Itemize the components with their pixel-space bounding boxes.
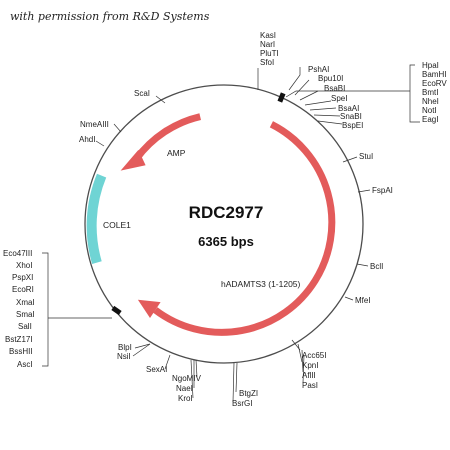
site-label: EagI	[422, 115, 438, 124]
amp-feature-arrow	[133, 113, 202, 162]
site-label: NarI	[260, 40, 275, 49]
site-leader-lines	[42, 64, 420, 403]
site-label: HpaI	[422, 61, 439, 70]
site-label: BsaBI	[324, 84, 345, 93]
site-label: NheI	[422, 97, 439, 106]
site-label: SfoI	[260, 58, 274, 67]
site-label: BsrGI	[232, 399, 252, 408]
site-label: SnaBI	[340, 112, 362, 121]
site-label: BamHI	[422, 70, 446, 79]
cole1-feature	[86, 173, 107, 264]
site-label: BstZ17I	[5, 335, 33, 344]
site-label: KasI	[260, 31, 276, 40]
site-label: StuI	[359, 152, 373, 161]
site-label: AhdI	[79, 135, 95, 144]
plasmid-backbone	[84, 84, 364, 364]
cole1-label: COLE1	[103, 220, 131, 230]
site-label: BmtI	[422, 88, 438, 97]
site-label: BclI	[370, 262, 383, 271]
site-label: SexAI	[146, 365, 167, 374]
site-label: XhoI	[16, 261, 32, 270]
site-label: NmeAIII	[80, 120, 109, 129]
site-label: MfeI	[355, 296, 371, 305]
site-label: XmaI	[16, 298, 35, 307]
site-label: BspEI	[342, 121, 363, 130]
site-label: KpnI	[302, 361, 318, 370]
credit-note: with permission from R&D Systems	[10, 10, 210, 23]
hadamts3-feature-arrow	[153, 121, 336, 336]
site-label: PshAI	[308, 65, 329, 74]
site-label: SalI	[18, 322, 32, 331]
site-label: NsiI	[117, 352, 131, 361]
site-label: NotI	[422, 106, 437, 115]
plasmid-name: RDC2977	[189, 203, 264, 222]
site-label: EcoRI	[12, 285, 34, 294]
site-label: BlpI	[118, 343, 132, 352]
restriction-site-labels: KasI NarI PluTI SfoI PshAI Bpu10I BsaBI …	[3, 31, 447, 408]
site-label: Bpu10I	[318, 74, 343, 83]
hadamts3-label: hADAMTS3 (1-1205)	[221, 279, 301, 289]
site-label: AscI	[17, 360, 33, 369]
site-label: SpeI	[331, 94, 347, 103]
hadamts3-arrowhead	[137, 299, 161, 318]
site-label: NgoMIV	[172, 374, 202, 383]
site-label: EcoRV	[422, 79, 447, 88]
site-label: PasI	[302, 381, 318, 390]
site-label: BssHII	[9, 347, 33, 356]
site-label: BsaAI	[338, 104, 359, 113]
site-label: NaeI	[176, 384, 193, 393]
site-label: SmaI	[16, 310, 35, 319]
site-label: FspAI	[372, 186, 393, 195]
site-label: PluTI	[260, 49, 279, 58]
site-label: Acc65I	[302, 351, 326, 360]
amp-arrowhead	[120, 149, 146, 171]
site-label: BtgZI	[239, 389, 258, 398]
site-label: AflII	[302, 371, 316, 380]
site-label: ScaI	[134, 89, 150, 98]
amp-label: AMP	[167, 148, 186, 158]
site-label: KroI	[178, 394, 193, 403]
mcs-marker-top	[277, 92, 286, 103]
plasmid-size: 6365 bps	[198, 234, 254, 249]
mcs-marker-left	[111, 305, 122, 316]
site-label: PspXI	[12, 273, 33, 282]
site-label: Eco47III	[3, 249, 32, 258]
